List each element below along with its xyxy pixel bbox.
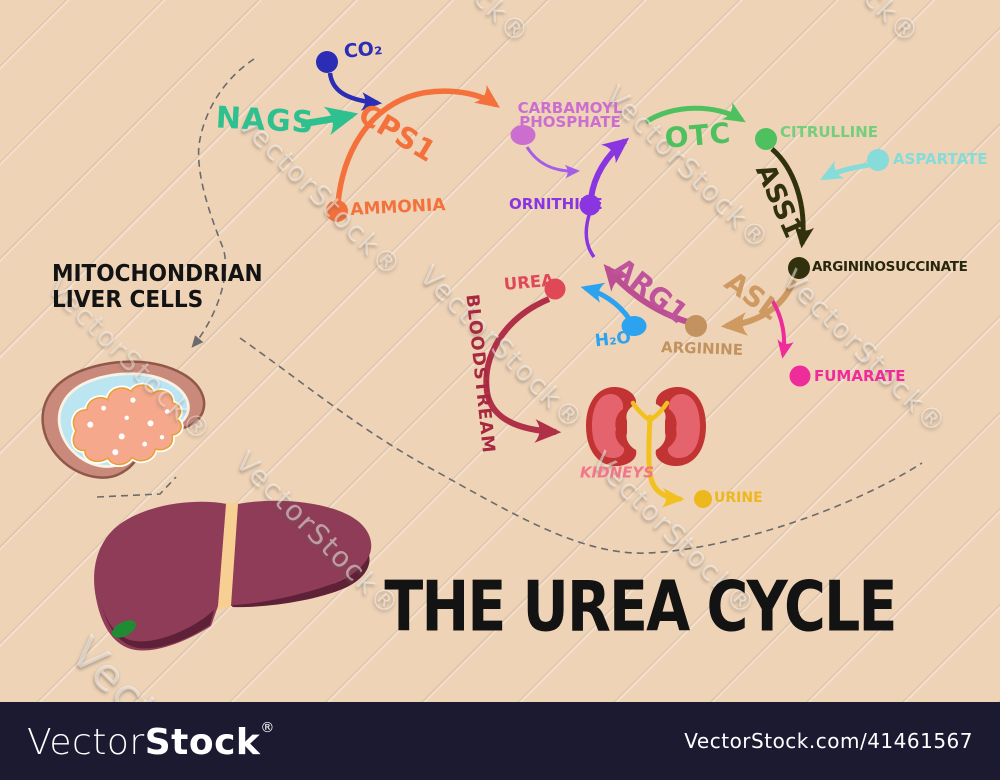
dashed-connector-cycle-to-mitochondria (191, 58, 255, 348)
co2-arrow (327, 72, 383, 111)
dashed-connector-mitochondria-to-liver (96, 476, 177, 498)
liver-ligament (217, 503, 239, 610)
aspartate-dot (867, 149, 889, 171)
bloodstream-arrow (483, 296, 562, 443)
ornithine-label: ORNITHINE (509, 195, 603, 213)
liver-right-lobe (231, 500, 372, 607)
nags-enzyme-label: NAGS (214, 100, 316, 141)
h2o-label: H₂O (593, 327, 632, 352)
liver-shadow-left (100, 598, 214, 649)
kidneys-illustration (586, 386, 706, 508)
citrulline-label: CITRULLINE (780, 123, 879, 141)
h2o-arrow (580, 282, 633, 322)
vectorstock-logo: VectorStock® (27, 720, 275, 763)
liver-illustration (94, 500, 372, 651)
carbamoyl-phosphate-label: CARBAMOYL PHOSPHATE (517, 99, 623, 131)
urine-dot (694, 490, 712, 508)
co2-dot (316, 51, 338, 73)
aspartate-label: ASPARTATE (893, 150, 988, 168)
diagram-canvas: VectorStock® VectorStock® VectorStock® V… (0, 0, 1000, 702)
argininosuccinate-label: ARGININOSUCCINATE (812, 259, 968, 275)
arginine-dot (685, 315, 707, 337)
vectorstock-footer-bar: VectorStock® VectorStock.com/41461567 (0, 702, 1000, 780)
mitochondria-illustration (41, 360, 206, 479)
kidney-inner (592, 393, 625, 459)
otc-enzyme-label: OTC (663, 116, 733, 155)
fumarate-label: FUMARATE (814, 367, 906, 385)
carbamoyl-phosphate-dot (510, 125, 536, 145)
ornithine-dot (579, 194, 601, 216)
fumarate-arrow (770, 298, 794, 359)
ass1-arrow (770, 147, 815, 249)
ammonia-dot (326, 200, 348, 222)
context-label: MITOCHONDRIAN LIVER CELLS (52, 261, 263, 313)
context-line1: MITOCHONDRIAN (52, 261, 263, 287)
carbamoyl-line2: PHOSPHATE (519, 113, 621, 131)
h2o-dot (621, 316, 647, 336)
cps1-arrow (335, 84, 500, 204)
diagram-svg (41, 51, 923, 651)
arg1-arrow (603, 263, 689, 325)
logo-light-part: Vector (27, 721, 145, 763)
logo-bold-part: Stock (144, 721, 261, 763)
ornithine-return-line (584, 211, 596, 259)
context-line2: LIVER CELLS (52, 287, 204, 313)
carbamoyl-to-cycle-arrow (525, 146, 580, 179)
ornithine-up-arrow (588, 137, 630, 199)
kidneys-label: KIDNEYS (579, 463, 655, 482)
image-reference: VectorStock.com/41461567 (684, 729, 973, 753)
fumarate-dot (789, 365, 811, 387)
dashed-connector-sweep (239, 337, 923, 554)
cristae (72, 384, 182, 466)
ammonia-label: AMMONIA (349, 195, 446, 220)
co2-label: CO₂ (342, 36, 384, 63)
liver-left-lobe (94, 501, 227, 651)
arginine-label: ARGININE (660, 338, 744, 359)
otc-arrow (644, 102, 746, 125)
page-title: THE UREA CYCLE (384, 565, 897, 648)
asl-arrow (720, 278, 797, 336)
aspartate-arrow (820, 160, 870, 181)
ureters (630, 400, 685, 508)
gallbladder (112, 620, 136, 638)
nags-arrow (300, 106, 359, 136)
urea-dot (544, 278, 566, 300)
urine-label: URINE (714, 490, 763, 506)
argininosuccinate-dot (788, 257, 810, 279)
liver-shadow-right (232, 555, 370, 608)
carbamoyl-line1: CARBAMOYL (517, 99, 623, 117)
cristae-granules (87, 397, 170, 456)
registered-mark: ® (260, 719, 275, 736)
citrulline-dot (755, 128, 777, 150)
